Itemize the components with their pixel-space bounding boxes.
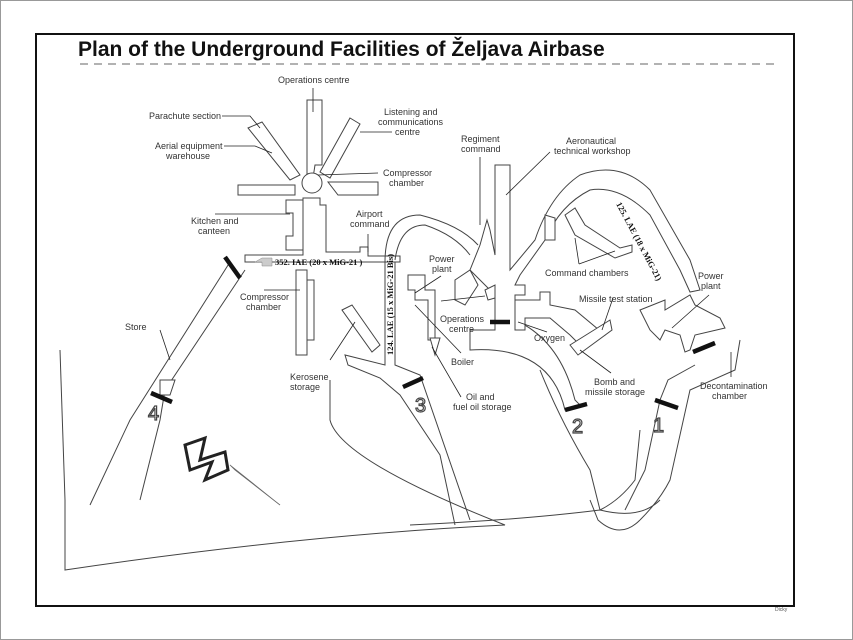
label-store: Store xyxy=(125,322,147,332)
label-power-plant-left: Power xyxy=(429,254,455,264)
label-oil: Oil and xyxy=(466,392,495,402)
label-kerosene: Kerosene xyxy=(290,372,329,382)
label-power-plant-left-2: plant xyxy=(432,264,452,274)
label-decontamination-2: chamber xyxy=(712,391,747,401)
entrance-1: 1 xyxy=(653,415,664,437)
label-bomb: Bomb and xyxy=(594,377,635,387)
entrance-4: 4 xyxy=(148,403,159,425)
label-power-plant-right-2: plant xyxy=(701,281,721,291)
label-missile-test: Missile test station xyxy=(579,294,653,304)
label-command-chambers: Command chambers xyxy=(545,268,629,278)
label-oxygen: Oxygen xyxy=(534,333,565,343)
label-kitchen: Kitchen and xyxy=(191,216,239,226)
label-compressor-left: Compressor xyxy=(240,292,289,302)
label-kerosene-2: storage xyxy=(290,382,320,392)
label-listening-3: centre xyxy=(395,127,420,137)
label-airport-command: Airport xyxy=(356,209,383,219)
label-operations-centre-mid: Operations xyxy=(440,314,485,324)
label-regiment-command-2: command xyxy=(461,144,501,154)
star-complex xyxy=(237,99,401,356)
aircraft-icon xyxy=(254,257,273,267)
label-bomb-2: missile storage xyxy=(585,387,645,397)
entrance-2: 2 xyxy=(572,416,583,438)
surface-outline xyxy=(59,349,661,571)
label-listening-2: communications xyxy=(378,117,444,127)
credit: Dicky xyxy=(775,607,788,613)
label-compressor-top: Compressor xyxy=(383,168,432,178)
leader-lines xyxy=(159,88,732,398)
label-oil-2: fuel oil storage xyxy=(453,402,512,412)
label-boiler: Boiler xyxy=(451,357,474,367)
north-arrow-icon xyxy=(183,435,281,506)
right-complex xyxy=(589,294,741,531)
label-listening: Listening and xyxy=(384,107,438,117)
label-aerial-equipment-2: warehouse xyxy=(165,151,210,161)
central-complex xyxy=(454,164,701,411)
label-compressor-left-2: chamber xyxy=(246,302,281,312)
label-kitchen-2: canteen xyxy=(198,226,230,236)
label-compressor-top-2: chamber xyxy=(389,178,424,188)
label-operations-centre: Operations centre xyxy=(278,75,350,85)
label-aeronautical: Aeronautical xyxy=(566,136,616,146)
label-parachute-section: Parachute section xyxy=(149,111,221,121)
entrance-3: 3 xyxy=(415,395,426,417)
room-labels: Operations centre Parachute section Aeri… xyxy=(125,75,768,412)
label-power-plant-right: Power xyxy=(698,271,724,281)
squadron-124-label: 124. LAE (15 x MiG-21 Bis) xyxy=(385,254,395,355)
label-aeronautical-2: technical workshop xyxy=(554,146,631,156)
map-frame xyxy=(35,33,795,607)
label-regiment-command: Regiment xyxy=(461,134,500,144)
taxiways xyxy=(89,214,479,526)
label-operations-centre-mid-2: centre xyxy=(449,324,474,334)
label-decontamination: Decontamination xyxy=(700,381,768,391)
squadron-352-label: 352. IAE (20 x MiG-21 ) xyxy=(275,257,363,267)
map-title: Plan of the Underground Facilities of Že… xyxy=(78,38,605,61)
label-airport-command-2: command xyxy=(350,219,390,229)
blast-doors xyxy=(150,255,716,413)
label-aerial-equipment: Aerial equipment xyxy=(155,141,223,151)
